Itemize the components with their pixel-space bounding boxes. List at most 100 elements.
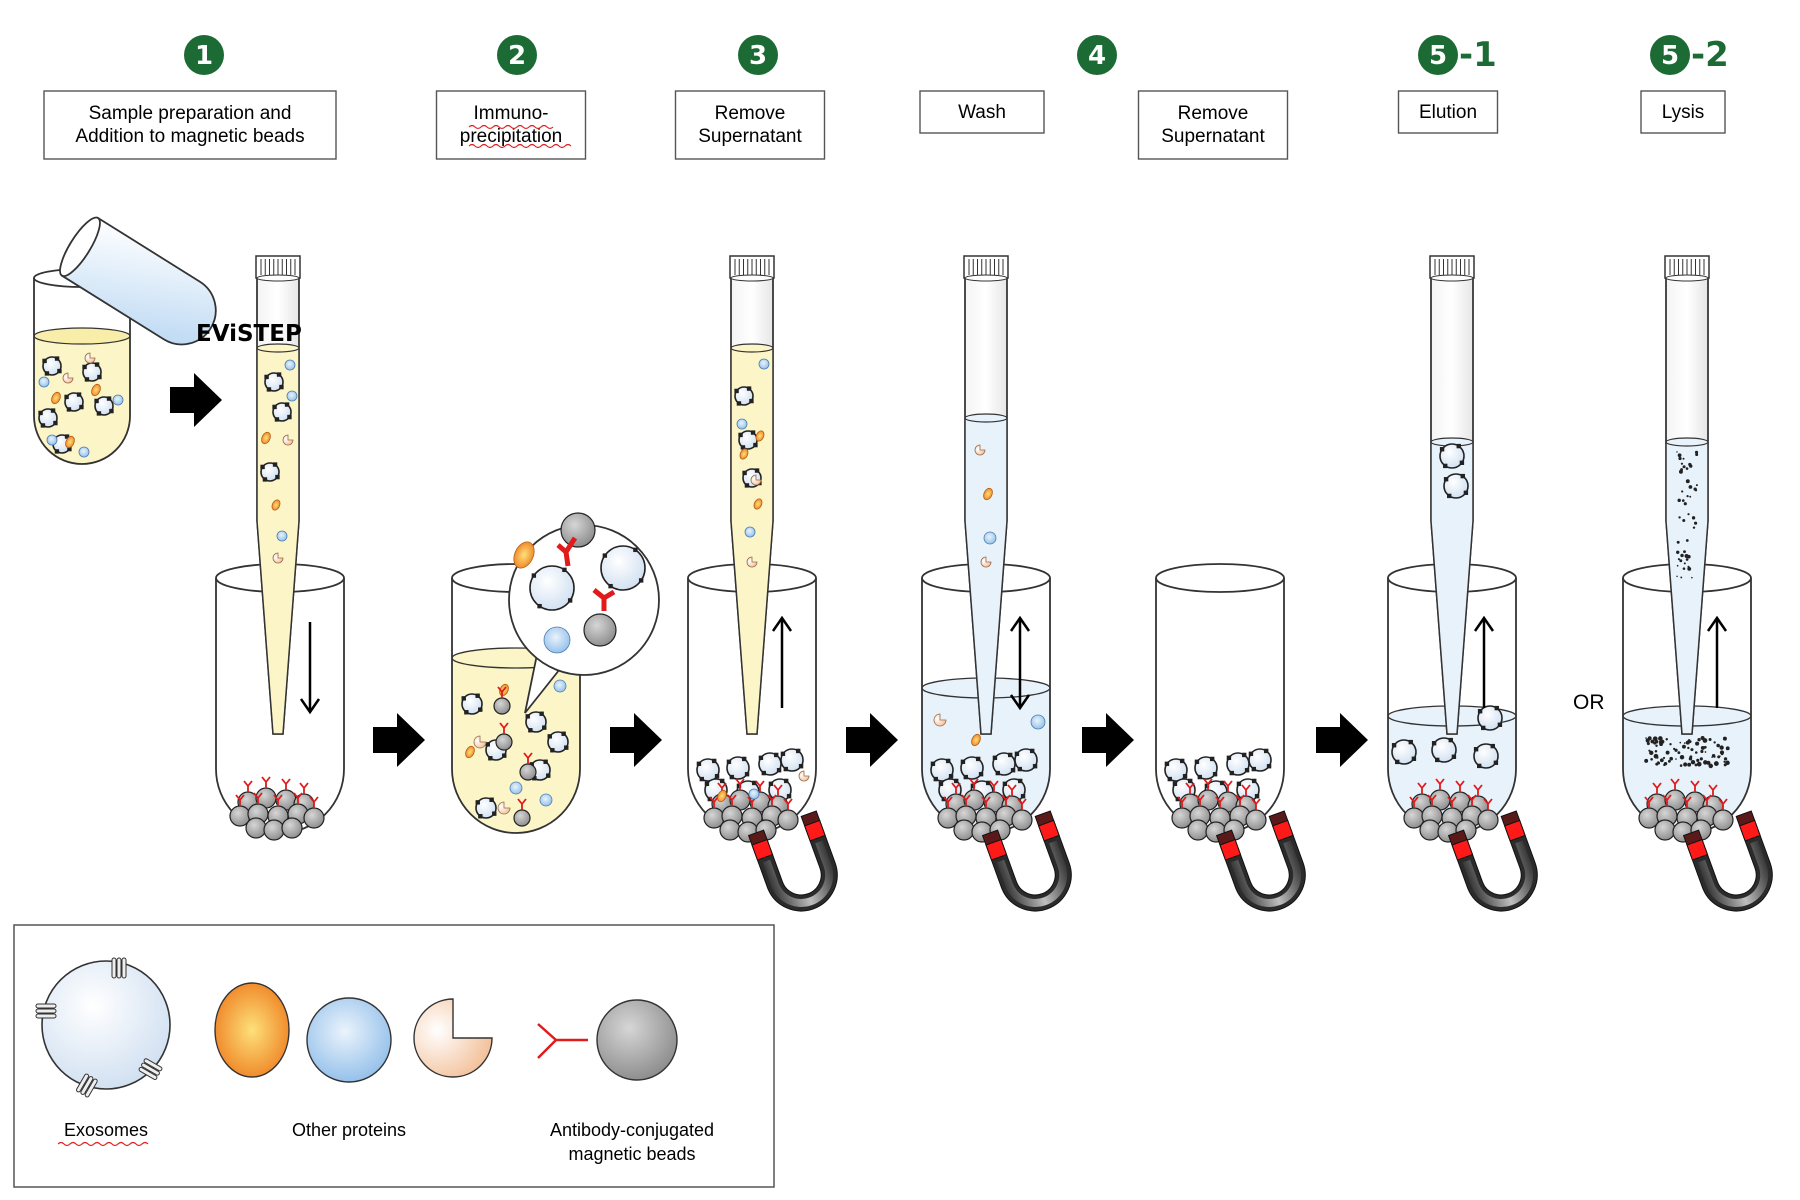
flow-arrow-head <box>1009 615 1031 711</box>
magnet-pole-dark <box>1268 810 1289 827</box>
exosome-marker <box>712 758 717 764</box>
tube-liquid <box>452 658 580 833</box>
exosome-marker <box>754 468 760 473</box>
antibody <box>1670 778 1680 790</box>
lysate-debris <box>1683 502 1687 506</box>
lysate-debris <box>1662 756 1666 760</box>
lysate-debris <box>1695 741 1700 746</box>
exosome-marker <box>1459 460 1465 465</box>
lysate-debris <box>1685 479 1690 484</box>
lysate-debris <box>1723 760 1726 763</box>
exosome-marker <box>264 374 269 380</box>
peach-protein <box>62 372 74 384</box>
spellcheck-underline <box>468 124 554 130</box>
lysate-debris <box>1676 575 1678 578</box>
antibody <box>1702 794 1712 806</box>
lysate-debris <box>1676 540 1680 544</box>
exosome <box>1014 748 1038 772</box>
blue-protein <box>983 531 997 545</box>
lysate-debris <box>1688 462 1692 467</box>
membrane-protein-segment <box>143 1058 163 1072</box>
lysate-debris <box>1694 488 1698 492</box>
exosome <box>529 565 575 611</box>
exosome-marker <box>776 768 782 773</box>
antibody <box>981 796 991 808</box>
exosome <box>930 758 954 782</box>
exosome-marker <box>1264 748 1269 754</box>
lysate-debris <box>1680 462 1684 465</box>
exosome-marker <box>1248 751 1254 756</box>
spellcheck-underline <box>57 1141 149 1147</box>
magnet-icon <box>1682 810 1773 912</box>
lysate-debris <box>1723 757 1728 761</box>
exosome-marker <box>76 392 82 397</box>
lysate-debris <box>1700 736 1705 741</box>
magnetic-bead <box>953 819 975 841</box>
exosome-marker <box>279 384 284 390</box>
flow-arrow-head <box>299 698 321 715</box>
exosome-marker <box>272 404 277 410</box>
magnet-icon <box>747 810 838 912</box>
magnetic-bead <box>493 697 511 715</box>
exosome <box>547 731 569 753</box>
lysate-debris <box>1704 751 1707 753</box>
exosome-marker <box>995 770 1000 776</box>
pipette-collar <box>964 274 1008 282</box>
exosome-marker <box>1460 473 1465 479</box>
lysate-debris <box>1700 749 1704 754</box>
flow-arrow-head <box>771 615 793 632</box>
lysate-debris <box>1650 757 1653 761</box>
antibody <box>1215 796 1225 808</box>
blue-protein <box>38 376 50 388</box>
exosome-marker <box>742 756 747 762</box>
step-label-text: precipitation <box>460 126 562 147</box>
membrane-protein-icon <box>35 1003 57 1019</box>
step-badge-circle <box>1418 35 1458 75</box>
workflow-scene <box>33 216 1773 912</box>
exosome-marker <box>746 386 752 391</box>
exosome-marker <box>753 442 758 448</box>
lysate-debris <box>1687 746 1690 750</box>
antibody <box>1652 782 1662 794</box>
antibody <box>943 796 953 808</box>
antibody <box>281 778 291 790</box>
exosome-marker <box>1226 755 1232 760</box>
exosome-marker <box>1456 443 1461 449</box>
magnetic-bead <box>281 817 303 839</box>
step-label-text: Lysis <box>1662 102 1705 123</box>
magnetic-bead <box>560 512 596 548</box>
peach-protein <box>497 801 511 815</box>
pipette-collar <box>1430 274 1474 282</box>
exosome-marker <box>638 578 644 583</box>
exosome <box>42 356 62 376</box>
exosome <box>525 711 547 733</box>
legend-beads-label-line2: magnetic beads <box>568 1144 695 1164</box>
exosome-marker <box>1431 741 1437 746</box>
lysate-debris <box>1681 499 1685 502</box>
lysate-debris <box>1683 742 1686 744</box>
evistep-brand-label: EViSTEP <box>196 321 302 347</box>
antibody <box>293 792 303 804</box>
exosome <box>696 758 720 782</box>
peach-protein <box>473 735 487 749</box>
lysate-debris <box>1667 759 1671 763</box>
lysate-debris <box>1654 750 1658 753</box>
exosome-marker <box>489 797 494 802</box>
exosome <box>260 462 280 482</box>
exosome-marker <box>1212 772 1218 777</box>
exosome-marker <box>57 368 62 374</box>
exosome <box>1443 473 1469 499</box>
magnet-icon <box>1215 810 1306 912</box>
antibody <box>1017 798 1027 810</box>
membrane-protein-segment <box>138 1066 158 1080</box>
step-label-box <box>1640 90 1726 134</box>
exosome-marker <box>84 377 90 382</box>
magnetic-bead <box>303 807 325 829</box>
exosome-marker <box>531 573 537 578</box>
blue-protein <box>543 626 571 654</box>
exosome <box>734 386 754 406</box>
exosome-marker <box>567 598 573 603</box>
exosome-marker <box>1175 796 1180 802</box>
exosome-marker <box>1411 756 1417 761</box>
lysate-debris <box>1690 760 1696 765</box>
